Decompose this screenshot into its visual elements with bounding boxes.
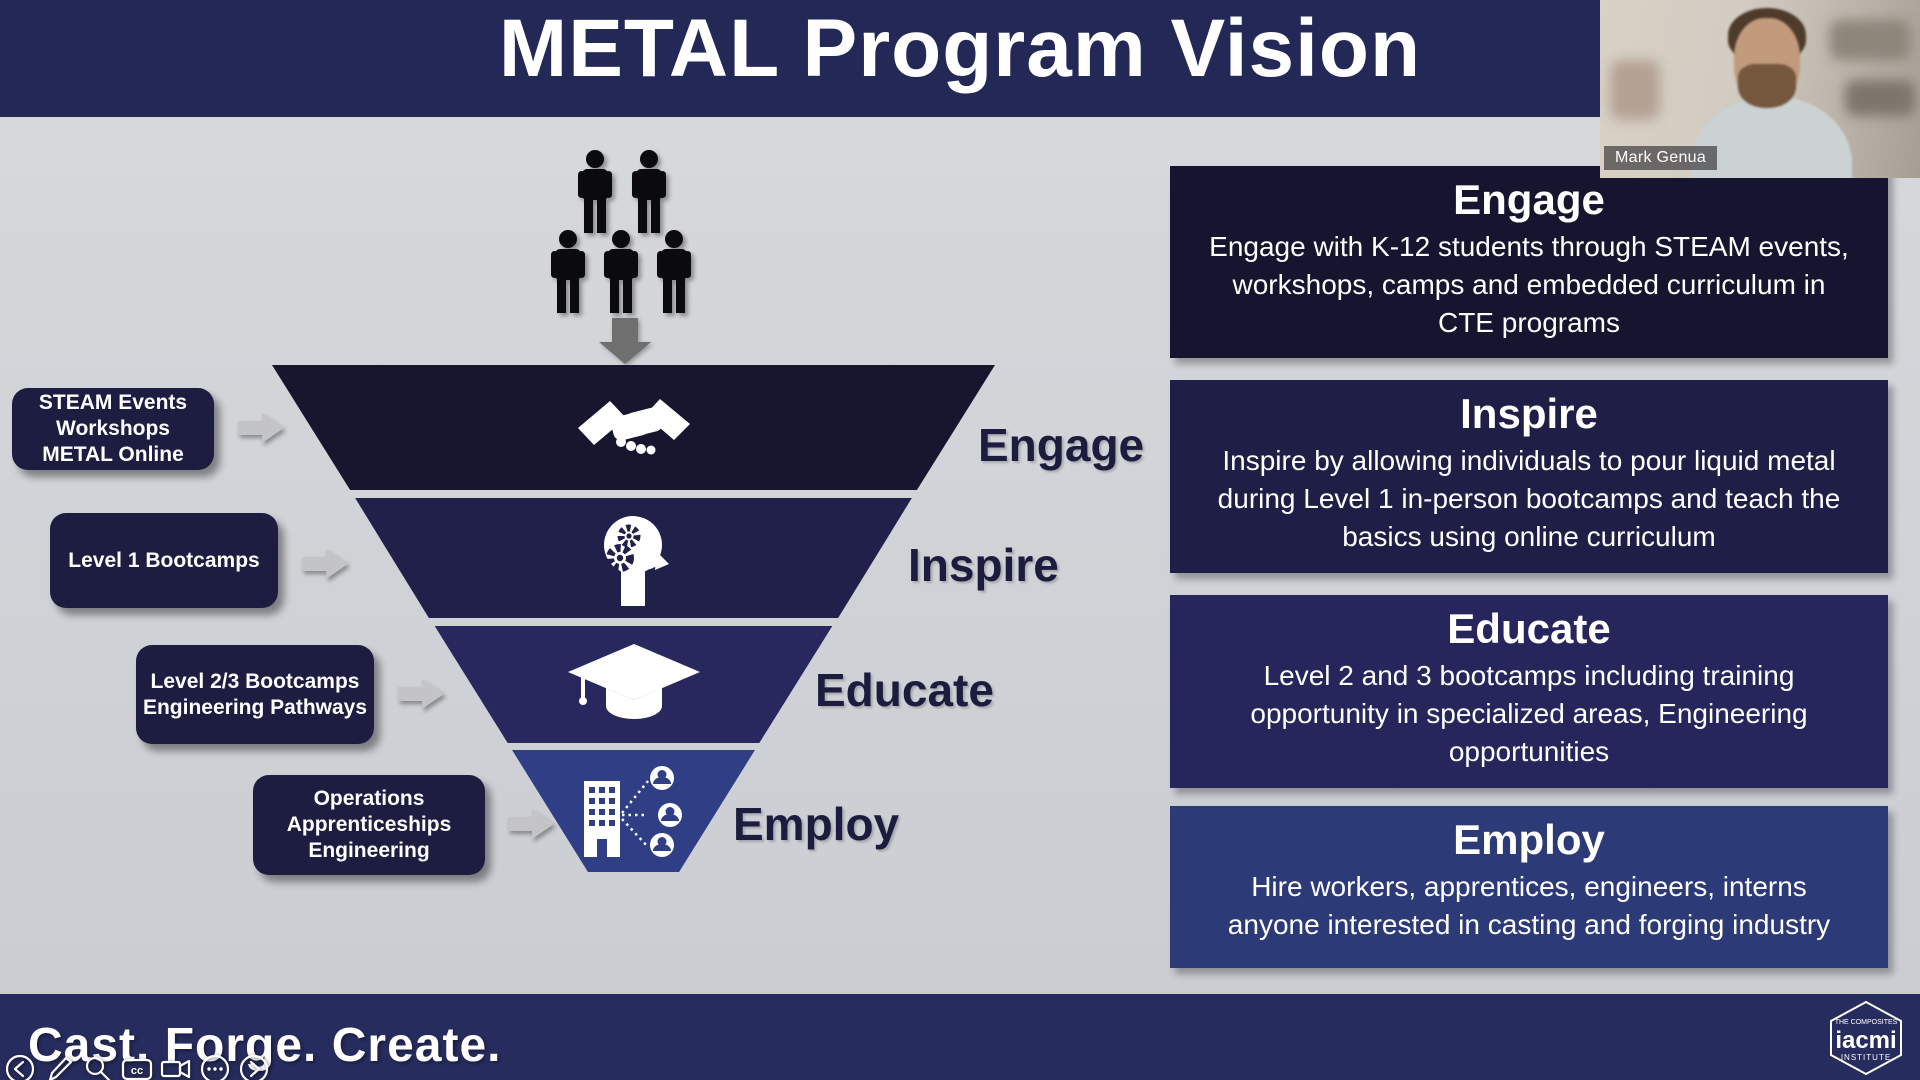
stage-label-engage: Engage — [978, 419, 1145, 471]
callout-line: Engineering Pathways — [142, 695, 368, 719]
next-button[interactable] — [238, 1052, 270, 1080]
callout-line: STEAM Events — [38, 391, 188, 414]
callout-line: Engineering — [308, 839, 430, 862]
webcam-background — [1610, 60, 1660, 120]
participant-name-tag: Mark Genua — [1604, 146, 1718, 170]
panel-title: Educate — [1447, 605, 1611, 652]
callout-line: Level 2/3 Bootcamps — [150, 669, 360, 693]
logo-main-text: iacmi — [1835, 1027, 1896, 1054]
right-arrow-icon — [302, 549, 348, 579]
callout-line: METAL Online — [42, 443, 184, 466]
stage-label-employ: Employ — [733, 798, 900, 850]
panel-title: Engage — [1453, 176, 1605, 223]
callout-line: Operations — [313, 787, 425, 810]
panel-body: Level 2 and 3 bootcamps including traini… — [1250, 660, 1808, 767]
funnel-level-inspire — [355, 498, 912, 618]
more-options-icon[interactable] — [199, 1052, 231, 1080]
callout-line: Level 1 Bootcamps — [68, 548, 260, 572]
person-icon — [652, 230, 696, 314]
panel-employ: Employ Hire workers, apprentices, engine… — [1170, 806, 1888, 968]
stage-label-educate: Educate — [815, 664, 994, 716]
stage-label-inspire: Inspire — [908, 539, 1059, 591]
panel-educate: Educate Level 2 and 3 bootcamps includin… — [1170, 595, 1888, 788]
panel-inspire: Inspire Inspire by allowing individuals … — [1170, 380, 1888, 573]
panel-engage: Engage Engage with K-12 students through… — [1170, 166, 1888, 358]
viewer-toolbar: cc — [4, 1052, 270, 1080]
zoom-magnifier-icon[interactable] — [82, 1052, 114, 1080]
person-icon — [627, 150, 671, 234]
head-gears-icon — [603, 516, 669, 606]
callout-engage-programs: STEAM Events Workshops METAL Online — [12, 388, 214, 470]
building-people-icon — [583, 766, 682, 857]
down-arrow-icon — [599, 318, 651, 364]
right-arrow-icon — [398, 679, 444, 709]
callout-level1-bootcamps: Level 1 Bootcamps — [50, 513, 278, 608]
funnel-level-educate — [434, 626, 833, 743]
person-icon — [599, 230, 643, 314]
logo-top-text: THE COMPOSITES — [1835, 1019, 1898, 1026]
callout-line: Apprenticeships — [286, 813, 452, 836]
callout-employment-paths: Operations Apprenticeships Engineering — [253, 775, 485, 875]
webcam-tile[interactable]: Mark Genua — [1600, 0, 1920, 178]
panel-body: Engage with K-12 students through STEAM … — [1209, 231, 1849, 338]
slide-footer: Cast. Forge. Create. — [0, 994, 1920, 1080]
camera-icon[interactable] — [160, 1052, 192, 1080]
funnel-level-engage — [272, 365, 995, 490]
page-title: METAL Program Vision — [498, 3, 1422, 94]
tagline: Cast. Forge. Create. — [28, 1019, 502, 1072]
right-arrow-icon — [238, 413, 284, 443]
previous-button[interactable] — [4, 1052, 36, 1080]
webcam-background — [1830, 20, 1910, 60]
person-icon — [573, 150, 617, 234]
funnel-diagram — [272, 365, 995, 872]
callout-level23-bootcamps: Level 2/3 Bootcamps Engineering Pathways — [136, 645, 374, 744]
webcam-background — [1845, 80, 1915, 116]
panel-body: Hire workers, apprentices, engineers, in… — [1227, 871, 1831, 940]
handshake-icon — [577, 398, 690, 454]
closed-captions-icon[interactable]: cc — [121, 1052, 153, 1080]
person-icon — [546, 230, 590, 314]
panel-title: Inspire — [1460, 390, 1598, 437]
annotate-pen-icon[interactable] — [43, 1052, 75, 1080]
graduation-cap-icon — [567, 643, 700, 719]
panel-title: Employ — [1453, 816, 1605, 863]
webcam-person — [1738, 64, 1796, 108]
callout-line: Workshops — [56, 417, 170, 440]
logo-bottom-text: INSTITUTE — [1841, 1053, 1891, 1062]
iacmi-logo: THE COMPOSITES iacmi INSTITUTE — [1826, 1000, 1906, 1076]
panel-body: Inspire by allowing individuals to pour … — [1217, 445, 1841, 552]
right-arrow-icon — [508, 809, 554, 839]
svg-text:cc: cc — [131, 1065, 143, 1077]
